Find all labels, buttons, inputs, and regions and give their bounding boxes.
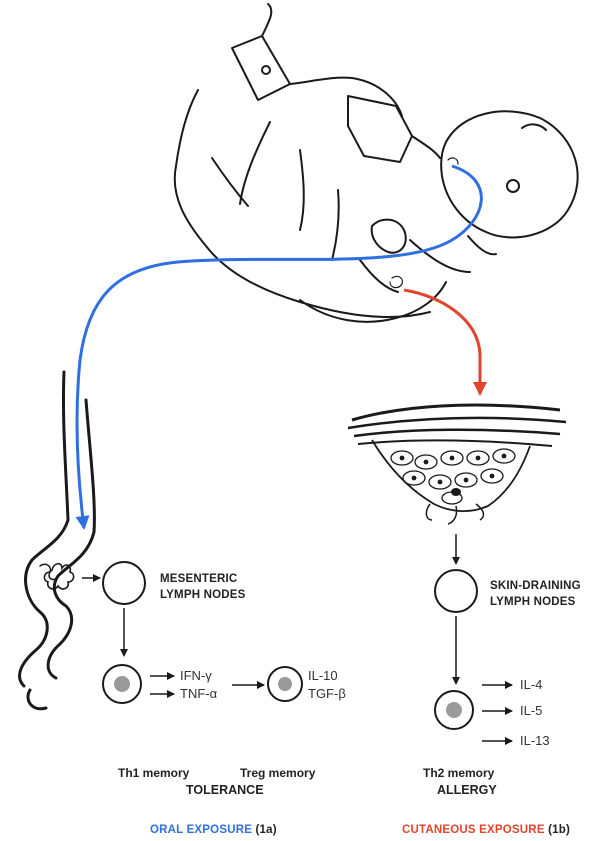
skin-draining-lymph-node xyxy=(435,570,477,612)
caregiver-infant-drawing xyxy=(175,4,578,322)
skin-label-line2: LYMPH NODES xyxy=(490,594,581,610)
th2-memory-label: Th2 memory xyxy=(423,766,494,780)
oral-route-arrow xyxy=(77,166,481,528)
mesenteric-label-line1: MESENTERIC xyxy=(160,571,246,587)
oral-exposure-label: ORAL EXPOSURE xyxy=(150,824,252,836)
mesenteric-node-label: MESENTERIC LYMPH NODES xyxy=(160,571,246,603)
skin-node-label: SKIN-DRAINING LYMPH NODES xyxy=(490,578,581,610)
skin-section-drawing xyxy=(348,405,566,524)
cutaneous-exposure-caption: CUTANEOUS EXPOSURE (1b) xyxy=(402,822,570,838)
il4-label: IL-4 xyxy=(520,677,542,692)
mesenteric-label-line2: LYMPH NODES xyxy=(160,587,246,603)
cutaneous-exposure-ref: (1b) xyxy=(548,824,570,836)
th1-memory-cell xyxy=(103,665,141,703)
oral-exposure-ref: (1a) xyxy=(255,824,276,836)
il13-label: IL-13 xyxy=(520,733,550,748)
treg-memory-cell xyxy=(268,667,302,701)
il10-label: IL-10 xyxy=(308,668,338,683)
tnf-alpha-label: TNF-α xyxy=(180,686,217,701)
intestine-drawing xyxy=(20,372,95,709)
skin-label-line1: SKIN-DRAINING xyxy=(490,578,581,594)
ifn-gamma-label: IFN-γ xyxy=(180,668,212,683)
allergy-label: ALLERGY xyxy=(437,783,497,797)
cutaneous-route-arrow xyxy=(404,290,480,394)
tolerance-label: TOLERANCE xyxy=(186,783,264,797)
th2-memory-cell xyxy=(435,691,473,729)
cutaneous-exposure-label: CUTANEOUS EXPOSURE xyxy=(402,824,545,836)
mesenteric-lymph-node xyxy=(103,562,145,604)
il5-label: IL-5 xyxy=(520,703,542,718)
tgf-beta-label: TGF-β xyxy=(308,686,346,701)
oral-exposure-caption: ORAL EXPOSURE (1a) xyxy=(150,822,277,838)
treg-memory-label: Treg memory xyxy=(240,766,315,780)
th1-memory-label: Th1 memory xyxy=(118,766,189,780)
